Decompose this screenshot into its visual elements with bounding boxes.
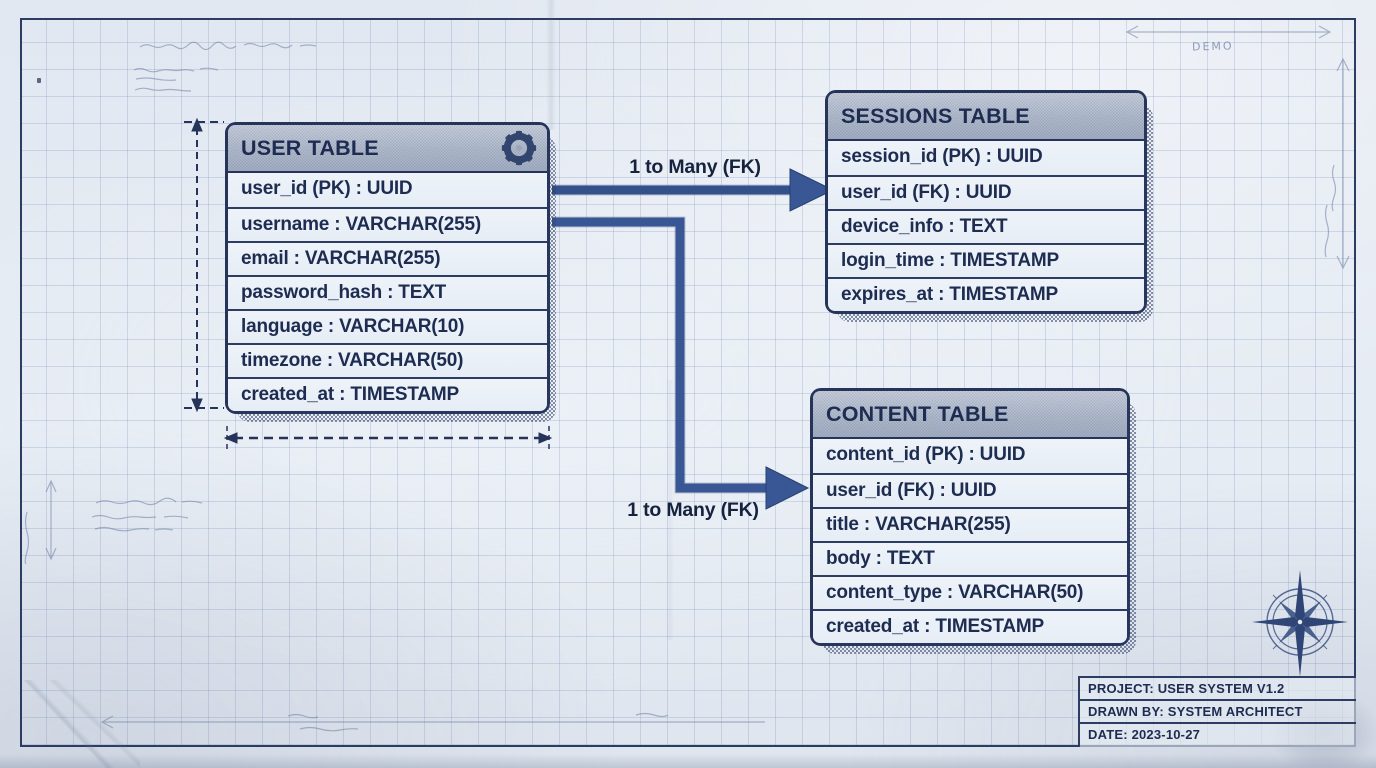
table-field-row: expires_at : TIMESTAMP bbox=[828, 277, 1144, 311]
relationship-label-user-content: 1 to Many (FK) bbox=[627, 499, 759, 521]
table-field-row: username : VARCHAR(255) bbox=[228, 207, 547, 241]
table-header-user: USER TABLE bbox=[228, 125, 547, 173]
table-field-row: content_type : VARCHAR(50) bbox=[813, 575, 1127, 609]
table-header-content: CONTENT TABLE bbox=[813, 391, 1127, 439]
table-field-row: created_at : TIMESTAMP bbox=[813, 609, 1127, 643]
table-field-row: language : VARCHAR(10) bbox=[228, 309, 547, 343]
paper-crease bbox=[666, 380, 674, 640]
table-field-row: content_id (PK) : UUID bbox=[813, 439, 1127, 473]
table-field-row: body : TEXT bbox=[813, 541, 1127, 575]
title-block-date: DATE: 2023-10-27 bbox=[1088, 727, 1201, 742]
table-field-row: timezone : VARCHAR(50) bbox=[228, 343, 547, 377]
gear-icon bbox=[501, 130, 537, 166]
table-field-row: title : VARCHAR(255) bbox=[813, 507, 1127, 541]
title-block-drawn-by: DRAWN BY: SYSTEM ARCHITECT bbox=[1080, 701, 1356, 724]
table-field-row: email : VARCHAR(255) bbox=[228, 241, 547, 275]
table-title: SESSIONS TABLE bbox=[841, 103, 1030, 128]
paper-crease bbox=[0, 680, 140, 768]
table-field-row: created_at : TIMESTAMP bbox=[228, 377, 547, 411]
table-field-row: password_hash : TEXT bbox=[228, 275, 547, 309]
table-title: CONTENT TABLE bbox=[826, 401, 1009, 426]
paper-edge-shadow bbox=[0, 754, 1376, 768]
table-field-row: user_id (FK) : UUID bbox=[828, 175, 1144, 209]
title-block: PROJECT: USER SYSTEM V1.2 DRAWN BY: SYST… bbox=[1078, 676, 1356, 747]
title-block-project: PROJECT: USER SYSTEM V1.2 bbox=[1080, 678, 1356, 701]
relationship-label-user-sessions: 1 to Many (FK) bbox=[629, 156, 761, 178]
table-header-sessions: SESSIONS TABLE bbox=[828, 93, 1144, 141]
table-field-row: user_id (PK) : UUID bbox=[228, 173, 547, 207]
table-field-row: session_id (PK) : UUID bbox=[828, 141, 1144, 175]
table-field-row: user_id (FK) : UUID bbox=[813, 473, 1127, 507]
table-field-row: login_time : TIMESTAMP bbox=[828, 243, 1144, 277]
table-title: USER TABLE bbox=[241, 135, 379, 160]
entity-table-user: USER TABLE us bbox=[225, 122, 556, 422]
pencil-note: DEMO bbox=[1191, 39, 1234, 54]
table-field-row: device_info : TEXT bbox=[828, 209, 1144, 243]
paper-crease bbox=[546, 0, 556, 130]
drawing-frame bbox=[20, 18, 1356, 747]
ink-speck bbox=[37, 78, 41, 83]
